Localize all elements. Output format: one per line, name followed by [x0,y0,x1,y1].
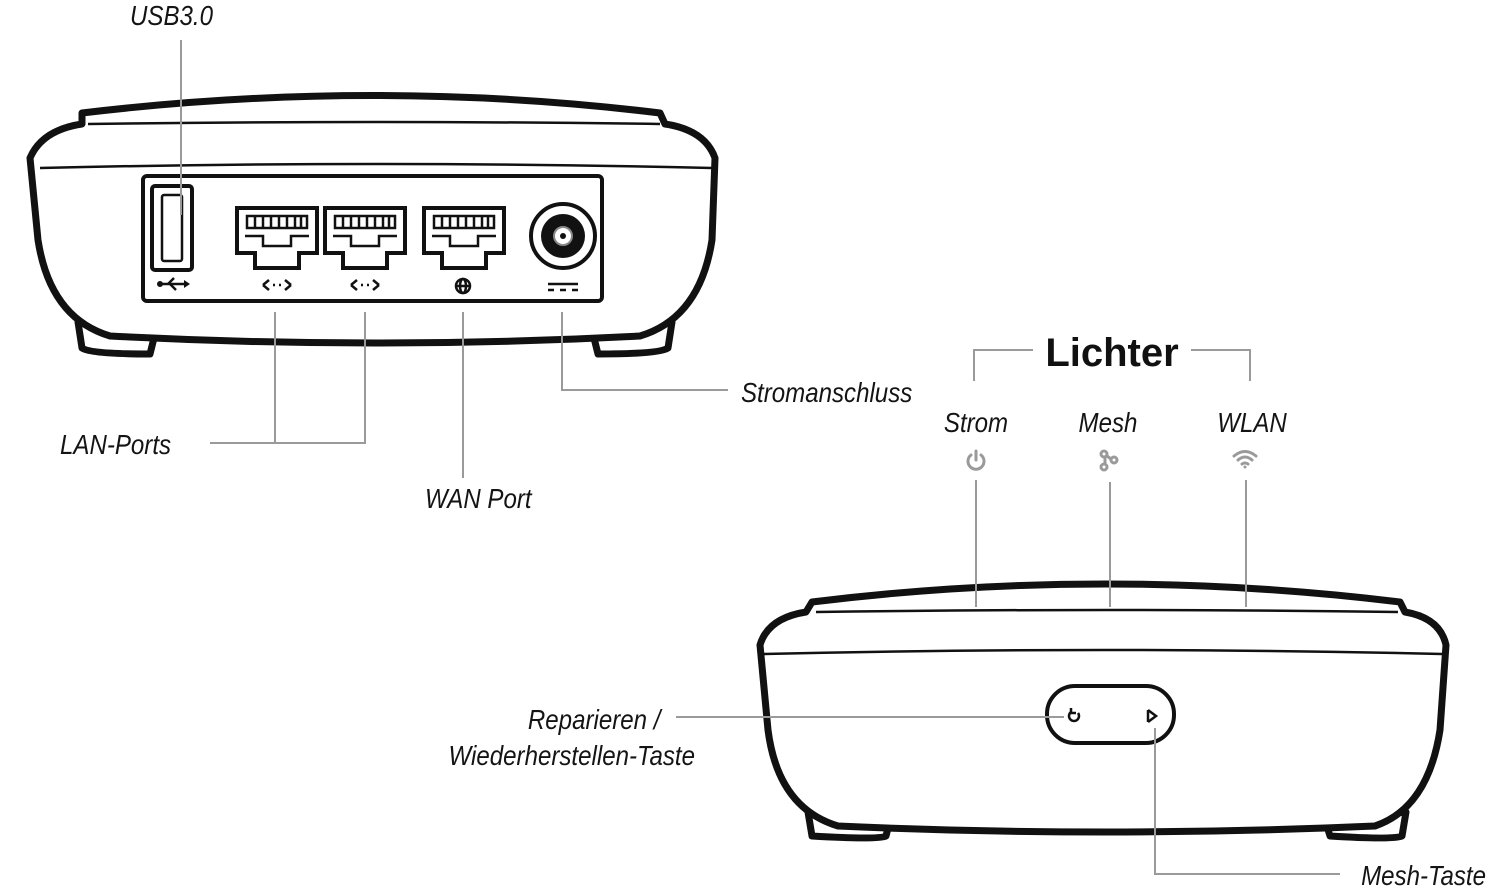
wan-port-label: WAN Port [425,482,533,514]
power-port-label: Stromanschluss [741,376,912,408]
router-front-view [756,580,1450,842]
usb-label: USB3.0 [130,0,213,31]
lan-arrows-icon [262,279,292,291]
router-back-view [26,92,719,358]
lights-heading: Lichter [1045,331,1178,375]
lan-port-1 [235,206,319,270]
mesh-button-label: Mesh-Taste [1361,859,1486,891]
back-view-leaders [180,40,728,478]
wifi-icon [1232,450,1258,469]
port-panel [141,174,604,303]
usb-port [150,184,194,291]
light-label-wlan: WLAN [1217,406,1287,438]
lan-ports-label: LAN-Ports [60,428,171,460]
front-button-panel[interactable] [1045,684,1176,745]
light-label-mesh: Mesh [1079,406,1138,438]
reset-icon [1067,708,1081,723]
mesh-button-icon [1146,709,1159,723]
globe-icon [454,277,472,295]
mesh-button-leader [1154,728,1340,875]
lan-arrows-icon [350,279,380,291]
lan-leader [210,312,366,444]
router-front-body [756,580,1450,836]
power-port-leader [561,312,728,391]
usb-icon [157,277,190,291]
lights-bracket [973,349,1251,381]
lan-port-2 [323,206,407,270]
reset-button-label-line2: Wiederherstellen-Taste [449,739,695,771]
reset-button-label-line1: Reparieren / [528,703,663,735]
power-jack [529,202,597,292]
light-label-power: Strom [944,406,1008,438]
dc-power-icon [548,282,578,292]
router-back-body [26,92,719,347]
mesh-icon [1099,449,1119,472]
power-icon [966,449,986,471]
wan-port [422,206,506,270]
